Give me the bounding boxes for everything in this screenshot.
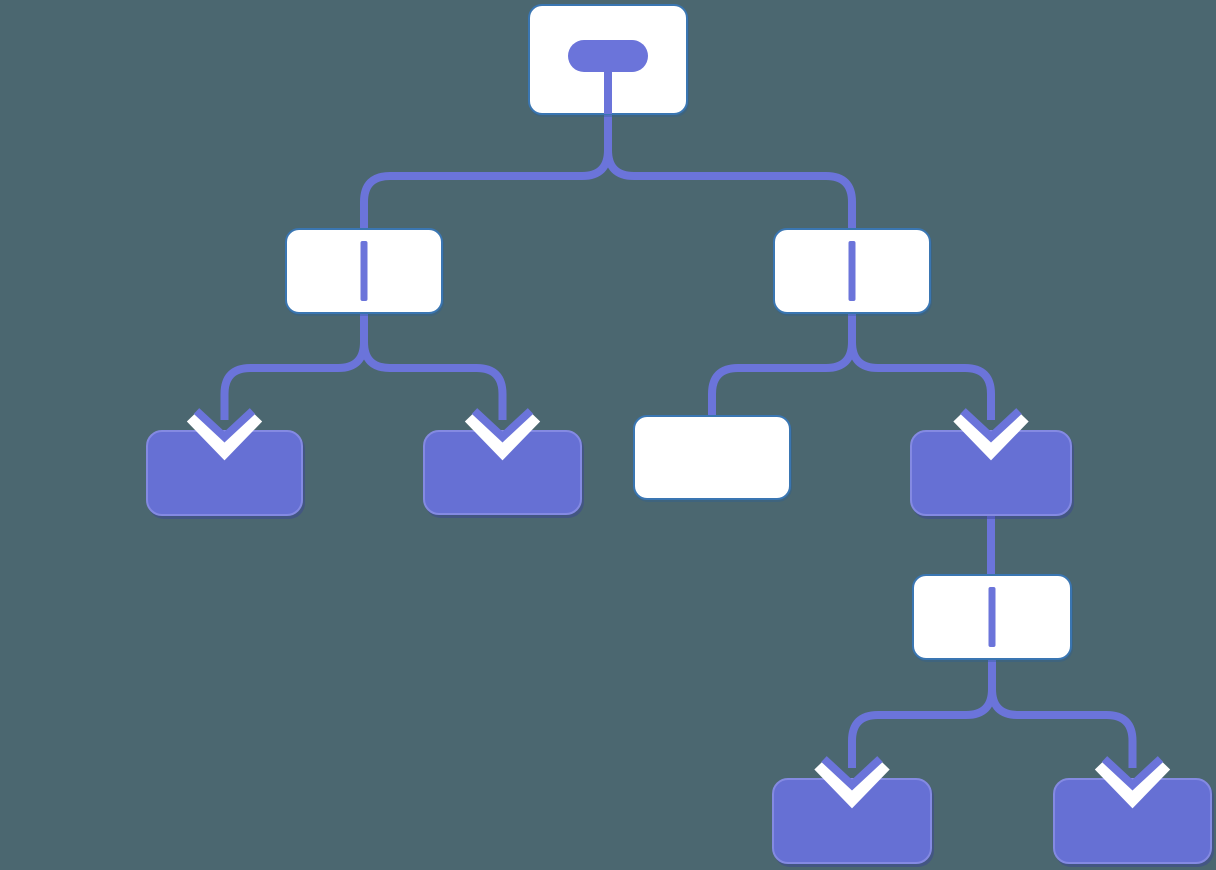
mindmap-node-bottom-leaf-2[interactable] [1053,778,1212,864]
mindmap-node-bottom-leaf-1[interactable] [772,778,932,864]
mindmap-node-left-leaf-1[interactable] [146,430,303,516]
connector-edge-right-branch-to-right-target [848,312,995,420]
connector-edge-left-branch-to-left-leaf-2 [360,312,507,420]
connector-edge-sub-divider-to-bottom-leaf-2 [988,658,1137,768]
connector-edge-right-branch-to-right-plain [708,312,856,420]
connector-edge-sub-divider-to-bottom-leaf-1 [848,658,996,768]
connector-edge-root-to-right-branch [604,113,856,233]
connector-edge-root-to-left-branch [360,113,612,233]
mindmap-node-left-leaf-2[interactable] [423,430,582,515]
mindmap-node-left-branch[interactable] [285,228,443,314]
mindmap-node-sub-divider[interactable] [912,574,1072,660]
mindmap-node-right-plain[interactable] [633,415,791,500]
root-stem-icon [604,66,612,114]
connector-edge-left-branch-to-left-leaf-1 [220,312,368,420]
mindmap-node-right-target[interactable] [910,430,1072,516]
mindmap-node-root[interactable] [528,4,688,115]
divider-bar-icon [848,241,856,301]
divider-bar-icon [360,241,368,301]
divider-bar-icon [988,587,996,647]
mindmap-node-right-branch[interactable] [773,228,931,314]
